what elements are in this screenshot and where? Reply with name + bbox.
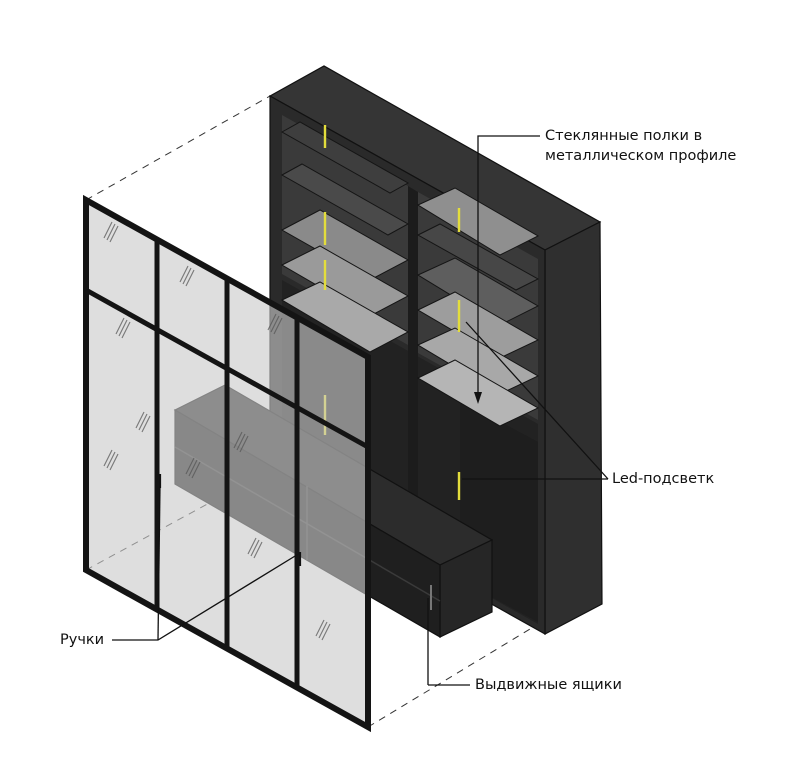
drawers-label: Выдвижные ящики (475, 677, 622, 693)
glass-shelves-label-line1: Стеклянные полки в (545, 128, 703, 144)
glass-shelves-label-line2: металлическом профиле (545, 148, 737, 164)
leader-lines (112, 135, 609, 686)
handles-label: Ручки (60, 632, 105, 648)
glass-shelves-callout: Стеклянные полки в металлическом профиле (545, 126, 736, 166)
glass-doors (83, 194, 371, 733)
led-lighting-label: Led-подсветк (612, 471, 715, 487)
